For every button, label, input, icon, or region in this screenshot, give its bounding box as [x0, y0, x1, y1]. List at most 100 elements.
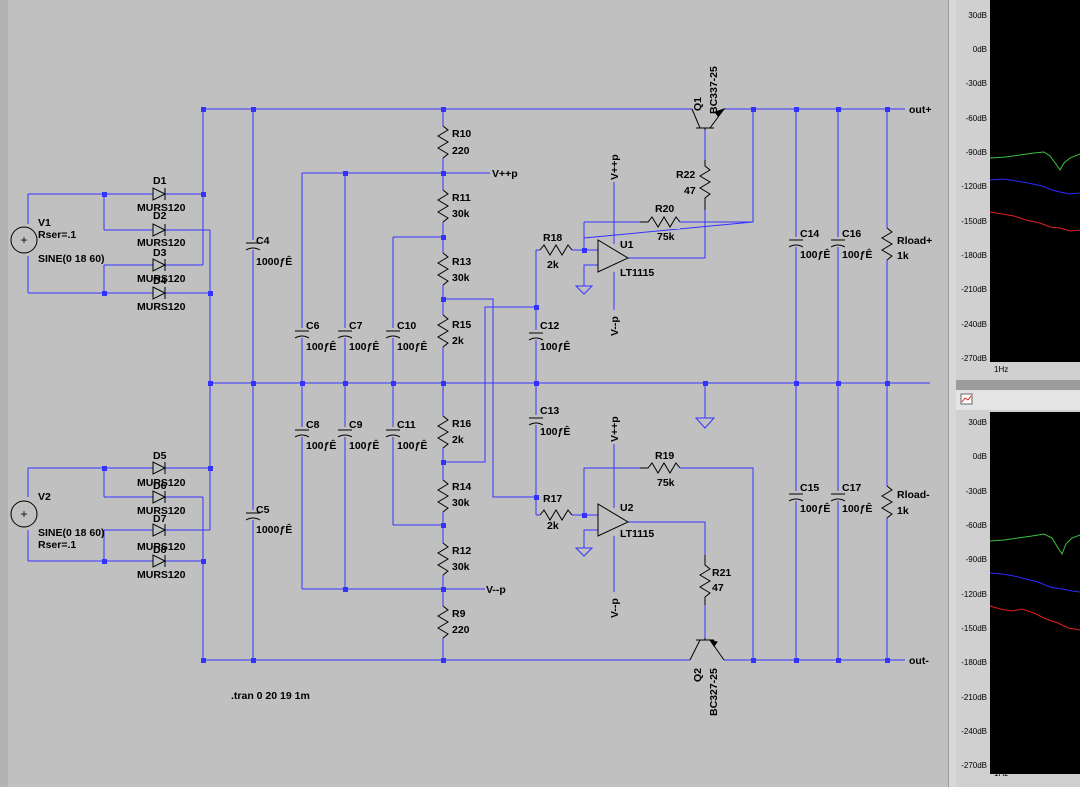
resistor-r16[interactable] — [436, 415, 450, 449]
label-v1-sine: SINE(0 18 60) — [38, 253, 105, 265]
label-r16: R16 — [452, 418, 471, 430]
capacitor-c12[interactable] — [528, 330, 544, 341]
waveform-pane-top[interactable]: 30dB 0dB -30dB -60dB -90dB -120dB -150dB… — [956, 0, 1080, 380]
bottom-trace-green — [989, 533, 1080, 556]
label-c5-value: 1000ƒÊ — [256, 523, 292, 536]
label-r19: R19 — [655, 450, 674, 462]
label-c10-value: 100ƒÊ — [397, 340, 427, 353]
label-c4-value: 1000ƒÊ — [256, 255, 292, 268]
resistor-r17[interactable] — [539, 508, 573, 522]
opamp-u1[interactable] — [597, 239, 630, 273]
diode-d2[interactable] — [152, 223, 167, 237]
resistor-r12[interactable] — [436, 542, 450, 576]
ground-u1 — [574, 285, 594, 295]
label-tran-directive[interactable]: .tran 0 20 19 1m — [231, 690, 310, 702]
bottom-trace-blue — [989, 572, 1080, 593]
label-d2: D2 — [153, 210, 167, 222]
diode-d7[interactable] — [152, 523, 167, 537]
label-r15-value: 2k — [452, 335, 464, 347]
resistor-r14[interactable] — [436, 479, 450, 513]
label-c7-value: 100ƒÊ — [349, 340, 379, 353]
top-ytick-6: -150dB — [961, 217, 987, 226]
label-r22: R22 — [676, 169, 695, 181]
label-q2: Q2 — [692, 668, 704, 682]
label-out-plus: out+ — [909, 104, 931, 116]
resistor-r15[interactable] — [436, 314, 450, 348]
label-r10-value: 220 — [452, 145, 470, 157]
voltage-source-v1[interactable]: + — [10, 226, 38, 254]
diode-d3[interactable] — [152, 258, 167, 272]
svg-text:+: + — [20, 233, 27, 247]
label-u2-vmm: V--p — [609, 598, 621, 618]
label-r15: R15 — [452, 319, 471, 331]
label-rload-plus-value: 1k — [897, 250, 909, 262]
resistor-rload-plus[interactable] — [880, 227, 894, 261]
label-c6-value: 100ƒÊ — [306, 340, 336, 353]
label-d3: D3 — [153, 247, 167, 259]
resistor-r20[interactable] — [640, 215, 681, 229]
label-r11-value: 30k — [452, 208, 470, 220]
capacitor-c8[interactable] — [294, 427, 310, 438]
capacitor-c7[interactable] — [337, 328, 353, 339]
pane-splitter[interactable] — [948, 0, 957, 787]
capacitor-c6[interactable] — [294, 328, 310, 339]
resistor-r21[interactable] — [698, 555, 712, 605]
bottom-ytick-10: -270dB — [961, 761, 987, 770]
voltage-source-v2[interactable]: + — [10, 500, 38, 528]
resistor-r13[interactable] — [436, 252, 450, 286]
top-ytick-2: -30dB — [966, 79, 987, 88]
resistor-r22[interactable] — [698, 160, 712, 210]
label-rload-minus-value: 1k — [897, 505, 909, 517]
opamp-u2[interactable] — [597, 503, 630, 537]
label-r12-value: 30k — [452, 561, 470, 573]
transistor-q1[interactable] — [691, 107, 726, 130]
waveform-pane-bottom[interactable]: 30dB 0dB -30dB -60dB -90dB -120dB -150dB… — [956, 390, 1080, 787]
schematic-canvas[interactable]: + + — [0, 0, 948, 787]
label-c8-value: 100ƒÊ — [306, 439, 336, 452]
resistor-r18[interactable] — [539, 243, 573, 257]
diode-d1[interactable] — [152, 187, 167, 201]
resistor-r9[interactable] — [436, 605, 450, 639]
capacitor-c4[interactable] — [245, 240, 261, 251]
capacitor-c17[interactable] — [830, 491, 846, 502]
label-r21-value: 47 — [712, 582, 724, 594]
label-r20: R20 — [655, 203, 674, 215]
diode-d6[interactable] — [152, 490, 167, 504]
diode-d5[interactable] — [152, 461, 167, 475]
resistor-rload-minus[interactable] — [880, 485, 894, 519]
label-c10: C10 — [397, 320, 416, 332]
bottom-ytick-2: -30dB — [966, 487, 987, 496]
label-r18-value: 2k — [547, 259, 559, 271]
capacitor-c11[interactable] — [385, 427, 401, 438]
capacitor-c10[interactable] — [385, 328, 401, 339]
label-c12-value: 100ƒÊ — [540, 340, 570, 353]
label-r12: R12 — [452, 545, 471, 557]
resistor-r11[interactable] — [436, 189, 450, 223]
label-v1: V1 — [38, 217, 51, 229]
label-u1: U1 — [620, 239, 634, 251]
top-ytick-3: -60dB — [966, 114, 987, 123]
label-c16: C16 — [842, 228, 861, 240]
label-c16-value: 100ƒÊ — [842, 248, 872, 261]
capacitor-c15[interactable] — [788, 491, 804, 502]
label-v2-rser: Rser=.1 — [38, 539, 76, 551]
label-d6: D6 — [153, 480, 167, 492]
top-trace-blue — [989, 178, 1080, 195]
capacitor-c16[interactable] — [830, 237, 846, 248]
resistor-r19[interactable] — [640, 461, 681, 475]
capacitor-c14[interactable] — [788, 237, 804, 248]
capacitor-c9[interactable] — [337, 427, 353, 438]
resistor-r10[interactable] — [436, 125, 450, 159]
transistor-q2[interactable] — [689, 638, 725, 661]
capacitor-c5[interactable] — [245, 510, 261, 521]
label-q1-model: BC337-25 — [708, 66, 720, 114]
label-c14: C14 — [800, 228, 819, 240]
diode-d8[interactable] — [152, 554, 167, 568]
label-r9-value: 220 — [452, 624, 470, 636]
label-r11: R11 — [452, 192, 471, 204]
label-u1-vmm: V--p — [609, 316, 621, 336]
diode-d4[interactable] — [152, 286, 167, 300]
capacitor-c13[interactable] — [528, 415, 544, 426]
top-ytick-7: -180dB — [961, 251, 987, 260]
